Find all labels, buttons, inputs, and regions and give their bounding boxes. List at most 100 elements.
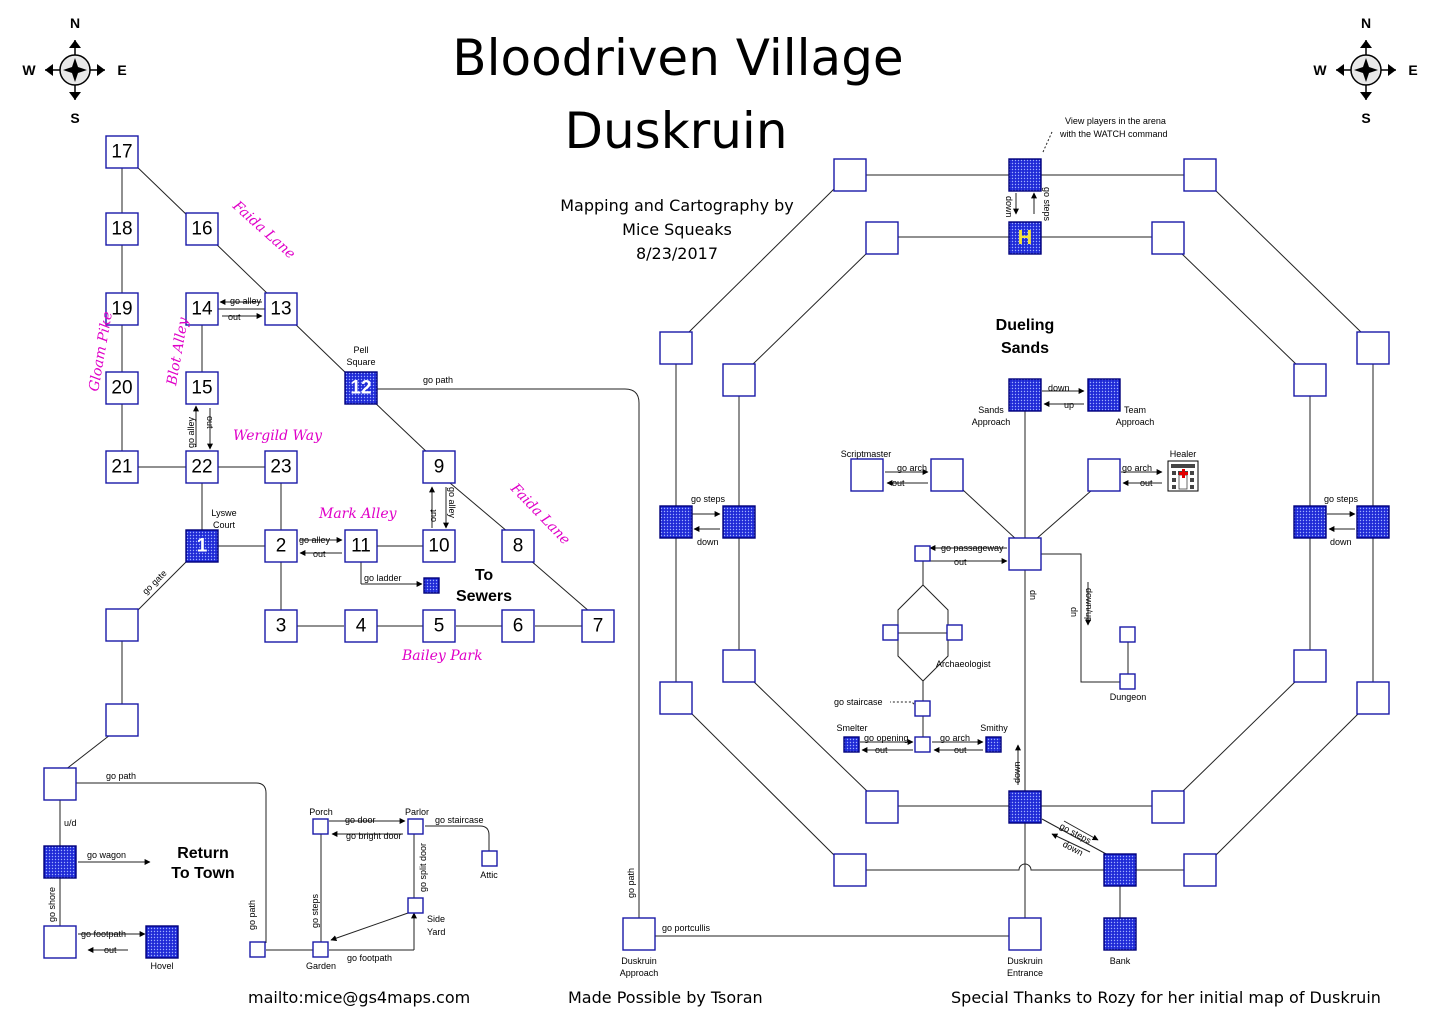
svg-text:18: 18	[111, 219, 132, 240]
svg-text:go arch: go arch	[940, 733, 970, 743]
room-14[interactable]: 14	[185, 292, 219, 326]
arena-outer-w1[interactable]	[659, 331, 693, 365]
svg-text:Approach: Approach	[972, 417, 1011, 427]
arena-inner-e1[interactable]	[1293, 363, 1327, 397]
room-parlor[interactable]	[407, 818, 424, 835]
arena-outer-nw[interactable]	[833, 158, 867, 192]
arena-outer-e2[interactable]	[1356, 681, 1390, 715]
arch-room-east[interactable]	[1087, 458, 1121, 492]
room-path-end[interactable]	[249, 941, 266, 958]
room-12-pell-square[interactable]: 12	[344, 371, 378, 405]
room-16[interactable]: 16	[185, 212, 219, 246]
room-gate-path[interactable]	[105, 608, 139, 642]
room-9[interactable]: 9	[422, 450, 456, 484]
svg-text:dn: dn	[1028, 590, 1038, 600]
smithy-room[interactable]	[985, 736, 1002, 753]
arena-inner-nw[interactable]	[865, 221, 899, 255]
arena-inner-sw[interactable]	[865, 790, 899, 824]
arena-outer-e1[interactable]	[1356, 331, 1390, 365]
room-attic[interactable]	[481, 850, 498, 867]
arena-inner-ne[interactable]	[1151, 221, 1185, 255]
arena-inner-e2[interactable]	[1293, 649, 1327, 683]
arena-outer-e-steps[interactable]	[1356, 505, 1390, 539]
room-3[interactable]: 3	[264, 609, 298, 643]
room-19[interactable]: 19	[105, 292, 139, 326]
arena-outer-w-steps[interactable]	[659, 505, 693, 539]
room-5[interactable]: 5	[422, 609, 456, 643]
southwest-links	[59, 782, 490, 953]
sands-approach-room[interactable]	[1008, 378, 1042, 412]
room-18[interactable]: 18	[105, 212, 139, 246]
room-10[interactable]: 10	[422, 529, 456, 563]
arena-inner-w1[interactable]	[722, 363, 756, 397]
room-13[interactable]: 13	[264, 292, 298, 326]
room-20[interactable]: 20	[105, 371, 139, 405]
archaeology-w[interactable]	[882, 624, 899, 641]
dungeon-stair[interactable]	[1119, 626, 1136, 643]
room-21[interactable]: 21	[105, 450, 139, 484]
arena-inner-se[interactable]	[1151, 790, 1185, 824]
dungeon-room[interactable]	[1119, 673, 1136, 690]
room-shore[interactable]	[43, 925, 77, 959]
duskruin-entrance-room[interactable]	[1008, 917, 1042, 951]
room-side-yard[interactable]	[407, 897, 424, 914]
healer-icon	[1167, 460, 1199, 492]
room-17[interactable]: 17	[105, 135, 139, 169]
porch-label: Porch	[309, 807, 333, 817]
team-approach-room[interactable]	[1087, 378, 1121, 412]
archaeology-e[interactable]	[946, 624, 963, 641]
arena-outer-sw[interactable]	[833, 853, 867, 887]
passage-room[interactable]	[914, 545, 931, 562]
arch-room-west[interactable]	[930, 458, 964, 492]
room-wagon[interactable]	[43, 845, 77, 879]
svg-text:4: 4	[356, 616, 367, 637]
pell-square-label: Pell	[353, 345, 368, 355]
scriptmaster-room[interactable]	[850, 458, 884, 492]
link-out-15: out	[205, 416, 215, 429]
duskruin-approach-room[interactable]	[622, 917, 656, 951]
room-7[interactable]: 7	[581, 609, 615, 643]
room-garden[interactable]	[312, 941, 329, 958]
room-4[interactable]: 4	[344, 609, 378, 643]
staircase-room[interactable]	[914, 700, 931, 717]
svg-text:up: up	[1064, 400, 1074, 410]
arena-hub-room[interactable]	[1008, 537, 1042, 571]
arena-outer-s-steps[interactable]	[1103, 853, 1137, 887]
room-15[interactable]: 15	[185, 371, 219, 405]
room-8[interactable]: 8	[501, 529, 535, 563]
link-go-ladder: go ladder	[364, 573, 402, 583]
room-22[interactable]: 22	[185, 450, 219, 484]
arena-outer-ne[interactable]	[1183, 158, 1217, 192]
smelter-room[interactable]	[843, 736, 860, 753]
svg-text:go path: go path	[247, 900, 257, 930]
footer-email[interactable]: mailto:mice@gs4maps.com	[248, 988, 470, 1007]
room-1-lyswe-court[interactable]: 1	[185, 529, 219, 563]
room-road-south[interactable]	[105, 703, 139, 737]
svg-text:Healer: Healer	[1170, 449, 1197, 459]
arena-inner-e-steps[interactable]	[1293, 505, 1327, 539]
room-porch[interactable]	[312, 818, 329, 835]
arena-inner-w2[interactable]	[722, 649, 756, 683]
room-2[interactable]: 2	[264, 529, 298, 563]
bank-room[interactable]	[1103, 917, 1137, 951]
svg-text:go passageway: go passageway	[941, 543, 1004, 553]
workshop-hall[interactable]	[914, 736, 931, 753]
room-6[interactable]: 6	[501, 609, 535, 643]
room-23[interactable]: 23	[264, 450, 298, 484]
arena-inner-w-steps[interactable]	[722, 505, 756, 539]
svg-text:21: 21	[111, 457, 132, 478]
svg-text:Team: Team	[1124, 405, 1146, 415]
side-yard-label: Side	[427, 914, 445, 924]
arena-links	[655, 131, 1374, 937]
room-hovel[interactable]	[145, 925, 179, 959]
arena-outer-w2[interactable]	[659, 681, 693, 715]
arena-inner-s[interactable]	[1008, 790, 1042, 824]
svg-text:Duskruin: Duskruin	[621, 956, 657, 966]
room-sewer-ladder[interactable]	[423, 577, 440, 594]
arena-lift-room[interactable]: H	[1008, 221, 1042, 255]
southwest-labels: go path u/d go wagon Return To Town go s…	[47, 771, 498, 971]
arena-watch-room[interactable]	[1008, 158, 1042, 192]
room-11[interactable]: 11	[344, 529, 378, 563]
room-upper-path[interactable]	[43, 767, 77, 801]
arena-outer-se[interactable]	[1183, 853, 1217, 887]
